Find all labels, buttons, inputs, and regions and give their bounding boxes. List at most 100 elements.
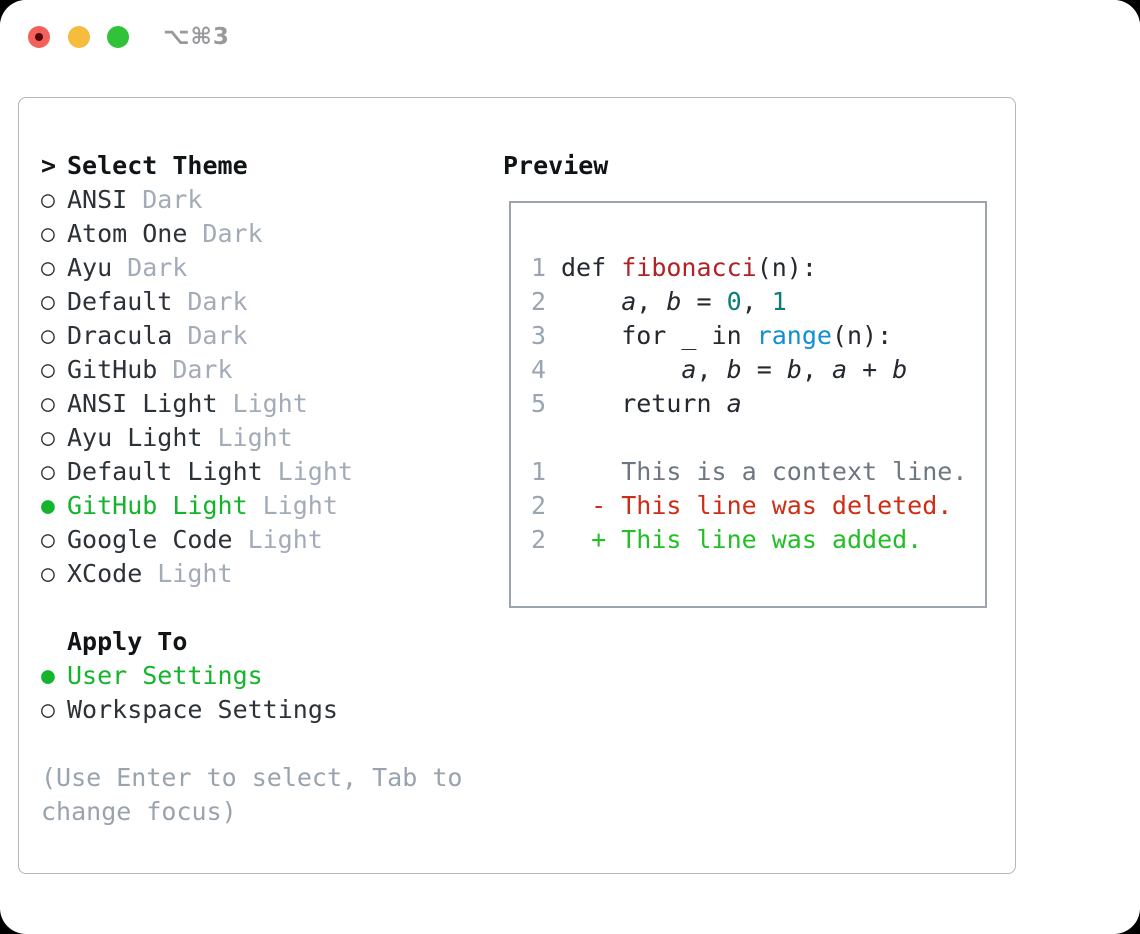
code-segment-var: a xyxy=(831,355,848,384)
theme-option-default[interactable]: ○ Default Dark xyxy=(41,285,462,319)
preview-line: 3 for _ in range(n): xyxy=(531,319,985,353)
apply-to-header-label: Apply To xyxy=(67,627,188,656)
preview-header: Preview xyxy=(503,151,609,180)
radio-unselected-icon: ○ xyxy=(41,561,55,587)
option-label: Ayu xyxy=(67,253,113,282)
code-segment-plain: , xyxy=(801,355,832,384)
code-segment-plain xyxy=(561,523,591,557)
radio-unselected-icon: ○ xyxy=(41,289,55,315)
apply-option-workspace-settings[interactable]: ○ Workspace Settings xyxy=(41,693,462,727)
line-number xyxy=(531,421,548,455)
preview-line: 5 return a xyxy=(531,387,985,421)
theme-option-ayu[interactable]: ○ Ayu Dark xyxy=(41,251,462,285)
theme-option-atom-one[interactable]: ○ Atom One Dark xyxy=(41,217,462,251)
select-theme-header: > Select Theme xyxy=(41,149,462,183)
code-segment-plain: , xyxy=(636,287,667,316)
preview-line: 2 a, b = 0, 1 xyxy=(531,285,985,319)
code-segment-plain: , xyxy=(696,355,727,384)
theme-variant-badge: Dark xyxy=(127,253,188,282)
zoom-button[interactable] xyxy=(107,26,129,48)
option-label: Workspace Settings xyxy=(67,695,338,724)
select-theme-header-label: Select Theme xyxy=(67,151,248,180)
option-label: Default xyxy=(67,287,173,316)
code-segment-plain: = xyxy=(741,355,787,384)
code-segment-var: b xyxy=(666,287,682,316)
code-segment-lit: 1 xyxy=(771,287,787,316)
theme-variant-badge: Dark xyxy=(142,185,203,214)
radio-selected-icon: ● xyxy=(41,663,55,689)
apply-to-options: ●User Settings ○ Workspace Settings xyxy=(41,659,462,727)
code-segment-var: a xyxy=(621,287,637,316)
option-label: GitHub xyxy=(67,355,158,384)
code-segment-context: This is a context line. xyxy=(621,457,968,486)
radio-selected-icon: ● xyxy=(41,493,55,519)
option-label: Google Code xyxy=(67,525,233,554)
code-segment-call: range xyxy=(756,321,832,350)
radio-unselected-icon: ○ xyxy=(41,357,55,383)
theme-variant-badge: Dark xyxy=(202,219,263,248)
line-number: 2 xyxy=(531,525,547,554)
radio-unselected-icon: ○ xyxy=(41,527,55,553)
spacer xyxy=(41,727,462,761)
code-segment-var: b xyxy=(786,355,802,384)
radio-unselected-icon: ○ xyxy=(41,221,55,247)
code-segment-plain: def xyxy=(561,253,622,282)
preview-line: 1 This is a context line. xyxy=(531,455,985,489)
unsaved-changes-dot-icon xyxy=(35,33,43,41)
spacer xyxy=(41,591,462,625)
code-segment-plain: , xyxy=(741,287,772,316)
radio-unselected-icon: ○ xyxy=(41,255,55,281)
code-segment-plain xyxy=(561,455,621,489)
option-label: ANSI Light xyxy=(67,389,218,418)
code-segment-plain xyxy=(561,489,591,523)
code-segment-var: b xyxy=(892,355,908,384)
theme-variant-badge: Light xyxy=(157,559,233,588)
radio-unselected-icon: ○ xyxy=(41,391,55,417)
theme-option-xcode[interactable]: ○ XCode Light xyxy=(41,557,462,591)
hint-line-2: change focus) xyxy=(41,797,237,826)
radio-unselected-icon: ○ xyxy=(41,323,55,349)
theme-variant-badge: Dark xyxy=(187,287,248,316)
theme-option-ansi-light[interactable]: ○ ANSI Light Light xyxy=(41,387,462,421)
preview-line: 2 - This line was deleted. xyxy=(531,489,985,523)
option-label: Atom One xyxy=(67,219,188,248)
close-button[interactable] xyxy=(28,26,50,48)
window-title: ⌥⌘3 xyxy=(163,24,230,50)
theme-variant-badge: Light xyxy=(247,525,323,554)
line-number: 1 xyxy=(531,457,547,486)
code-segment-plain: + xyxy=(847,355,893,384)
theme-variant-badge: Dark xyxy=(187,321,248,350)
code-segment-plain: return xyxy=(561,389,727,418)
code-segment-deleted: - This line was deleted. xyxy=(591,491,953,520)
minimize-button[interactable] xyxy=(68,26,90,48)
code-segment-plain: (n): xyxy=(831,321,893,350)
theme-option-google-code[interactable]: ○ Google Code Light xyxy=(41,523,462,557)
option-label: XCode xyxy=(67,559,143,588)
theme-variant-badge: Light xyxy=(232,389,308,418)
apply-option-user-settings[interactable]: ●User Settings xyxy=(41,659,462,693)
caret-icon: > xyxy=(41,151,57,180)
preview-line xyxy=(531,421,985,455)
theme-variant-badge: Light xyxy=(277,457,353,486)
code-segment-fn: fibonacci xyxy=(621,253,757,282)
code-segment-plain: = xyxy=(681,287,727,316)
line-number: 1 xyxy=(531,253,547,282)
code-segment-plain xyxy=(561,353,681,387)
line-number: 3 xyxy=(531,321,547,350)
radio-unselected-icon: ○ xyxy=(41,459,55,485)
code-segment-lit: 0 xyxy=(726,287,742,316)
radio-unselected-icon: ○ xyxy=(41,697,55,723)
line-number: 4 xyxy=(531,355,547,384)
option-label: Ayu Light xyxy=(67,423,203,452)
apply-to-header: Apply To xyxy=(41,625,462,659)
